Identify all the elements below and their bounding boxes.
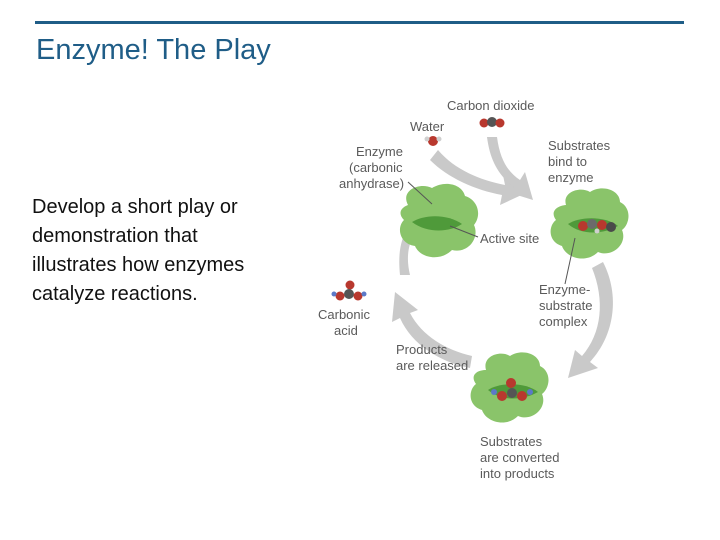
enzyme-right	[550, 188, 629, 259]
label-carbonic-acid-2: acid	[334, 323, 358, 338]
carbonic-acid-molecule	[331, 280, 367, 301]
label-active-site: Active site	[480, 231, 539, 246]
body-line: Develop a short play or	[32, 196, 238, 218]
label-enzyme-2: (carbonic	[349, 160, 403, 175]
body-line: catalyze reactions.	[32, 283, 198, 305]
label-water: Water	[410, 119, 445, 134]
label-carbon-dioxide: Carbon dioxide	[447, 98, 534, 113]
arrow-water-in	[430, 150, 528, 205]
arrow-co2-in	[487, 137, 533, 200]
co2-molecule	[479, 117, 505, 128]
body-line: illustrates how enzymes	[32, 254, 245, 276]
leader-active-site	[449, 225, 479, 238]
water-molecule	[424, 136, 442, 146]
body-line: demonstration that	[32, 225, 198, 247]
label-carbonic-acid-1: Carbonic	[318, 307, 371, 322]
label-released-1: Products	[396, 342, 448, 357]
label-enzyme-3: anhydrase)	[339, 176, 404, 191]
slide-title: Enzyme! The Play	[36, 34, 271, 66]
label-substrates-bind-2: bind to	[548, 154, 587, 169]
title-rule	[35, 21, 684, 24]
label-complex-3: complex	[539, 314, 588, 329]
enzyme-bottom	[470, 352, 549, 423]
enzyme-cycle-diagram: Carbon dioxide Water Enzyme (carbonic an…	[318, 98, 629, 481]
enzyme-left	[399, 183, 479, 258]
label-released-2: are released	[396, 358, 468, 373]
slide-body: Develop a short play or demonstration th…	[32, 193, 302, 309]
label-converted-2: are converted	[480, 450, 560, 465]
label-substrates-bind-3: enzyme	[548, 170, 594, 185]
label-complex-1: Enzyme-	[539, 282, 590, 297]
arrow-right-arc	[568, 262, 613, 378]
arrow-left-arc	[392, 292, 472, 368]
label-substrates-bind-1: Substrates	[548, 138, 611, 153]
label-enzyme-1: Enzyme	[356, 144, 403, 159]
label-complex-2: substrate	[539, 298, 592, 313]
label-converted-1: Substrates	[480, 434, 543, 449]
label-converted-3: into products	[480, 466, 555, 481]
leader-complex	[564, 237, 576, 285]
leader-enzyme	[407, 181, 433, 205]
